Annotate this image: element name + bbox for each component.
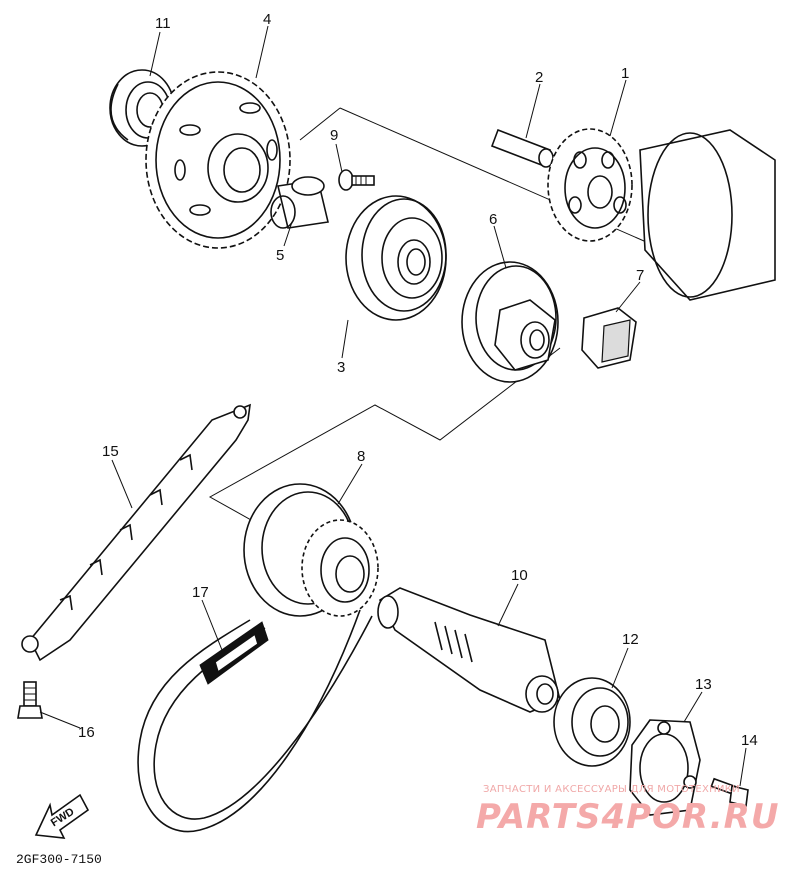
shaft-part-10 <box>377 587 561 713</box>
callout-1: 1 <box>621 65 630 82</box>
callout-15: 15 <box>102 443 119 460</box>
collar-part-5 <box>270 176 329 229</box>
callout-12: 12 <box>622 631 639 648</box>
screw-part-14 <box>710 777 749 807</box>
callout-5: 5 <box>276 247 285 264</box>
starter-motor-part-1 <box>547 128 776 301</box>
bolt-part-16 <box>17 681 43 719</box>
starter-gear-part-8 <box>243 483 379 617</box>
callout-14: 14 <box>741 732 758 749</box>
bolt-part-9 <box>338 169 375 191</box>
clutch-hub-part-6 <box>461 261 559 383</box>
retainer-part-13 <box>629 719 701 816</box>
callout-16: 16 <box>78 724 95 741</box>
roller-part-7 <box>581 307 637 369</box>
chain-part-17 <box>137 609 373 833</box>
callout-8: 8 <box>357 448 366 465</box>
callout-11: 11 <box>155 15 171 32</box>
callout-2: 2 <box>535 69 544 86</box>
callout-7: 7 <box>636 267 645 284</box>
watermark-tagline: ЗАПЧАСТИ И АКСЕССУАРЫ ДЛЯ МОТОТЕХНИКИ <box>483 784 740 795</box>
bearing-part-12 <box>553 677 631 767</box>
callout-17: 17 <box>192 584 209 601</box>
callout-3: 3 <box>337 359 346 376</box>
drawing-code: 2GF300-7150 <box>16 852 102 867</box>
callout-13: 13 <box>695 676 712 693</box>
callout-10: 10 <box>511 567 528 584</box>
callout-4: 4 <box>263 11 272 28</box>
watermark-brand: PARTS4POR.RU <box>476 797 780 837</box>
clutch-housing-part-3 <box>345 195 447 321</box>
callout-9: 9 <box>330 127 339 144</box>
idler-gear-part-4 <box>145 71 291 249</box>
callout-6: 6 <box>489 211 498 228</box>
forward-direction-arrow: FWD <box>34 793 90 839</box>
pin-part-2 <box>490 128 554 168</box>
chain-guide-part-15 <box>21 403 251 662</box>
leader-lines <box>39 25 747 787</box>
